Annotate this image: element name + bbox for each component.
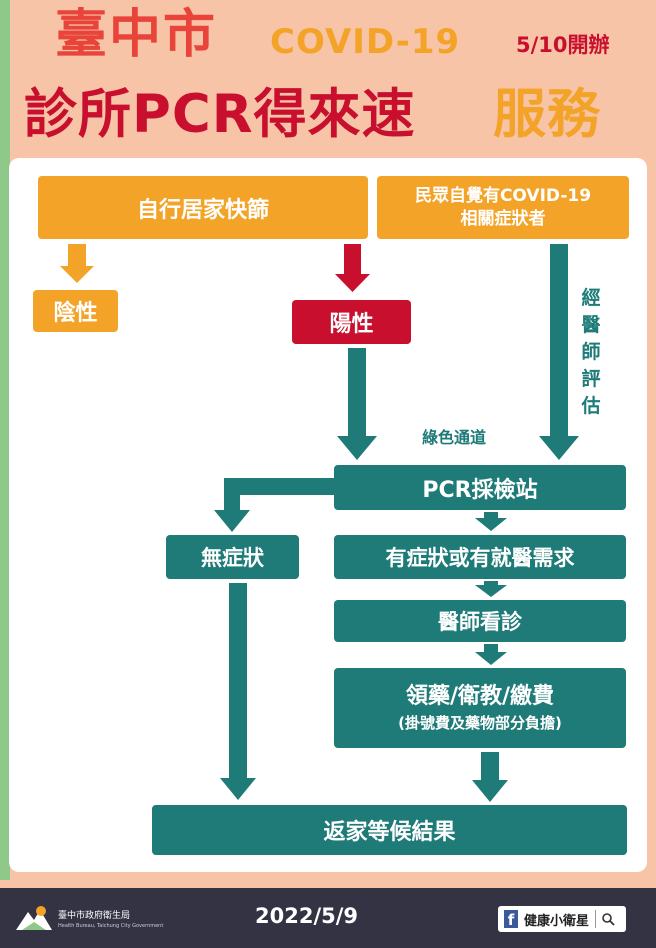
flowchart-panel	[9, 158, 647, 872]
facebook-page-name: 健康小衛星	[524, 913, 590, 929]
arrow-nosymptoms-to-home	[220, 583, 256, 800]
facebook-icon: f	[504, 910, 518, 928]
doctor-visit-box: 醫師看診	[334, 600, 626, 642]
org-name: 臺中市政府衛生局	[58, 911, 131, 921]
left-accent-stripe	[0, 0, 10, 880]
needs-care-box: 有症狀或有就醫需求	[334, 535, 626, 579]
no-symptoms-box: 無症狀	[166, 535, 299, 579]
footer-date: 2022/5/9	[255, 904, 359, 928]
search-icon	[602, 913, 615, 926]
title-service-red: 診所PCR得來速	[24, 84, 416, 145]
symptomatic-line2: 相關症狀者	[460, 208, 546, 229]
title-covid: COVID-19	[270, 22, 461, 62]
symptomatic-box: 民眾自覺有COVID-19 相關症狀者	[377, 176, 629, 239]
arrow-self-to-positive	[335, 244, 370, 292]
arrow-positive-to-pcr	[337, 348, 377, 460]
negative-box: 陰性	[33, 290, 118, 332]
badge-divider	[595, 910, 597, 928]
arrow-pcr-to-nosymptoms	[214, 478, 334, 532]
pcr-station-box: PCR採檢站	[334, 465, 626, 510]
self-test-box: 自行居家快篩	[38, 176, 368, 239]
doctor-eval-label: 經醫師評估	[581, 287, 601, 417]
go-home-box: 返家等候結果	[152, 805, 627, 855]
health-bureau-logo	[16, 906, 52, 930]
arrow-doctor-to-meds	[475, 644, 507, 665]
facebook-search-badge[interactable]: f 健康小衛星	[498, 906, 626, 932]
arrow-meds-to-home	[472, 752, 508, 802]
org-name-en: Health Bureau, Taichung City Government	[58, 923, 164, 929]
title-service-orange: 服務	[493, 84, 601, 145]
medication-note: (掛號費及藥物部分負擔)	[398, 714, 562, 732]
medication-label: 領藥/衛教/繳費	[405, 684, 555, 709]
arrow-needs-to-doctor	[475, 581, 507, 597]
green-channel-label: 綠色通道	[422, 428, 487, 447]
medication-box: 領藥/衛教/繳費 (掛號費及藥物部分負擔)	[334, 668, 626, 748]
positive-box: 陽性	[292, 300, 411, 344]
arrow-symptomatic-to-pcr	[539, 244, 579, 460]
arrow-self-to-negative	[60, 244, 94, 283]
title-start-date: 5/10開辦	[516, 33, 610, 57]
arrow-pcr-to-needs	[475, 512, 507, 531]
symptomatic-line1: 民眾自覺有COVID-19	[414, 185, 592, 206]
title-city: 臺中市	[55, 5, 218, 65]
